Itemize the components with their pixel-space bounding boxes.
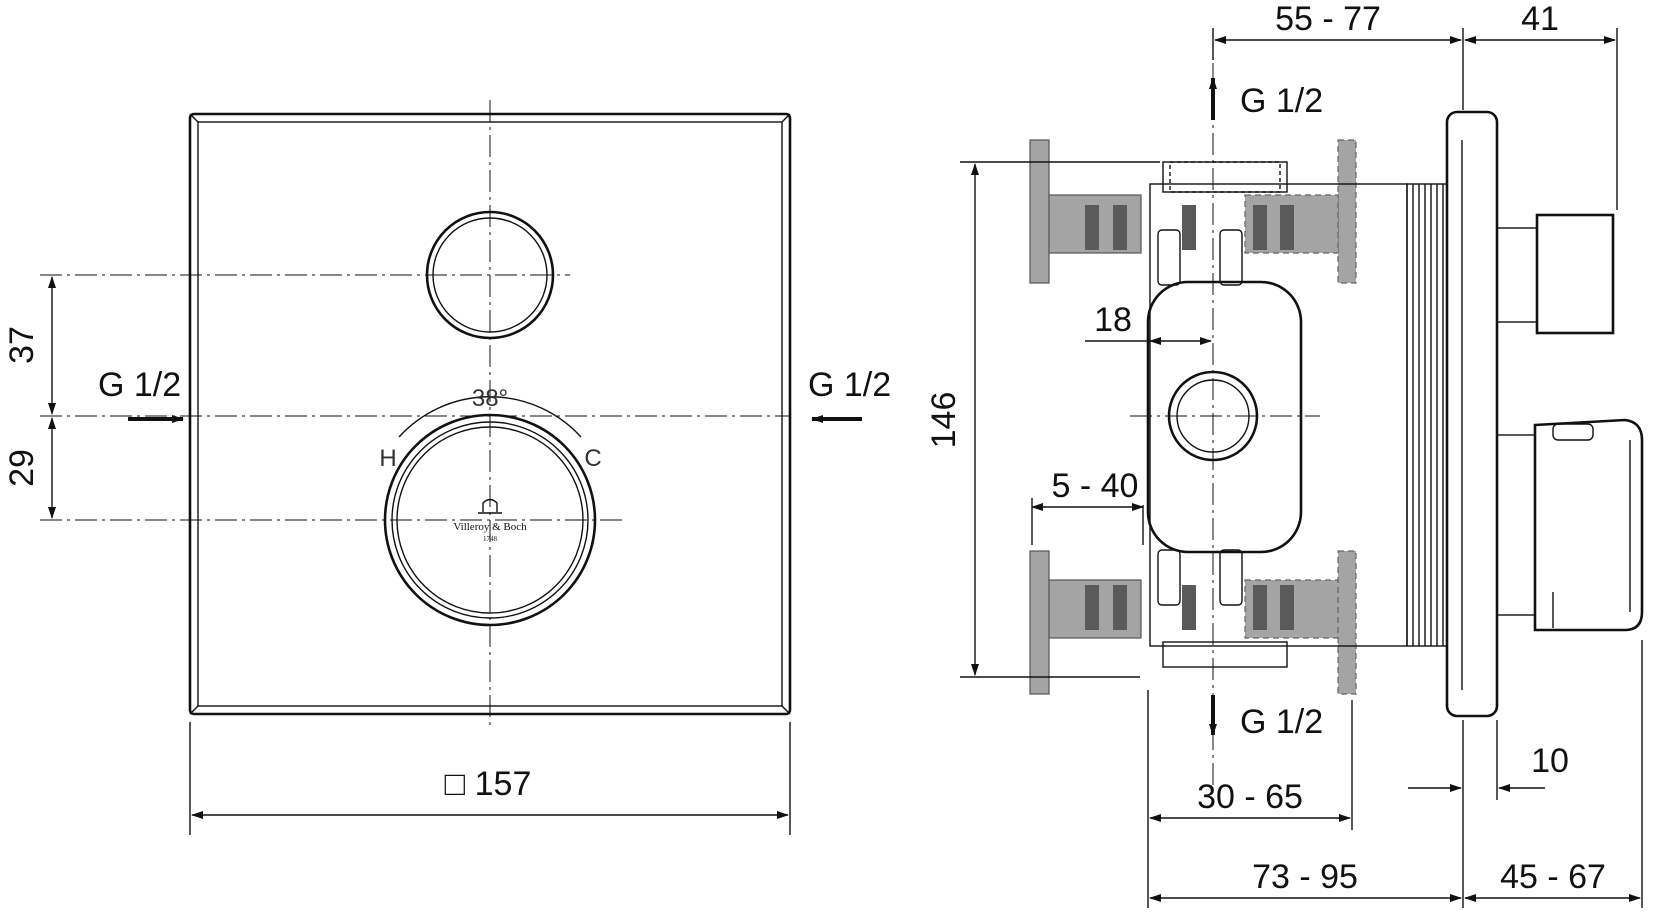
thermostat-knob bbox=[383, 413, 597, 627]
dim-73-95: 73 - 95 bbox=[1252, 858, 1358, 896]
flow-button bbox=[425, 210, 555, 340]
dim-37: 37 bbox=[3, 326, 41, 364]
outlet-bottom-label: G 1/2 bbox=[1240, 703, 1323, 741]
dim-5-40: 5 - 40 bbox=[1052, 467, 1139, 505]
dim-41: 41 bbox=[1521, 0, 1559, 38]
threaded-sleeve bbox=[1406, 183, 1448, 647]
hot-mark: H bbox=[379, 445, 396, 472]
cold-mark: C bbox=[584, 445, 601, 472]
svg-text:Villeroy & Boch: Villeroy & Boch bbox=[453, 521, 527, 533]
dim-55-77: 55 - 77 bbox=[1275, 0, 1381, 38]
valve-cartridge bbox=[1167, 370, 1259, 462]
side-view: G 1/2 G 1/2 146 18 5 - 40 55 - 77 41 bbox=[925, 0, 1644, 908]
rotation-arc bbox=[398, 396, 582, 438]
inlet-right-label: G 1/2 bbox=[808, 366, 891, 404]
dim-18: 18 bbox=[1094, 301, 1132, 339]
dim-height: 146 bbox=[925, 392, 963, 449]
bracket-bottom-right-plate bbox=[1337, 550, 1357, 695]
valve-body bbox=[1146, 161, 1408, 668]
svg-text:1748: 1748 bbox=[483, 535, 498, 543]
bracket-bottom-left-plate bbox=[1029, 550, 1050, 695]
dim-29: 29 bbox=[3, 449, 41, 487]
dim-width: □ 157 bbox=[445, 765, 532, 803]
rotation-angle: 38° bbox=[472, 385, 508, 412]
flow-button-side bbox=[1496, 227, 1538, 323]
cover-plate-side bbox=[1445, 110, 1499, 718]
outlet-top-label: G 1/2 bbox=[1240, 82, 1323, 120]
inlet-left-label: G 1/2 bbox=[98, 366, 181, 404]
front-view: 38° H C Villeroy & Boch 1748 G 1/2 G 1/2… bbox=[3, 100, 891, 835]
dim-30-65: 30 - 65 bbox=[1197, 778, 1303, 816]
thermostat-knob-side bbox=[1496, 418, 1644, 632]
dim-10: 10 bbox=[1531, 742, 1569, 780]
valve-inner-body bbox=[1146, 280, 1303, 554]
dim-45-67: 45 - 67 bbox=[1500, 858, 1606, 896]
rod-stripes bbox=[1085, 205, 1294, 630]
brand-logo: Villeroy & Boch 1748 bbox=[453, 498, 527, 543]
bracket-top-right-plate bbox=[1337, 139, 1357, 284]
